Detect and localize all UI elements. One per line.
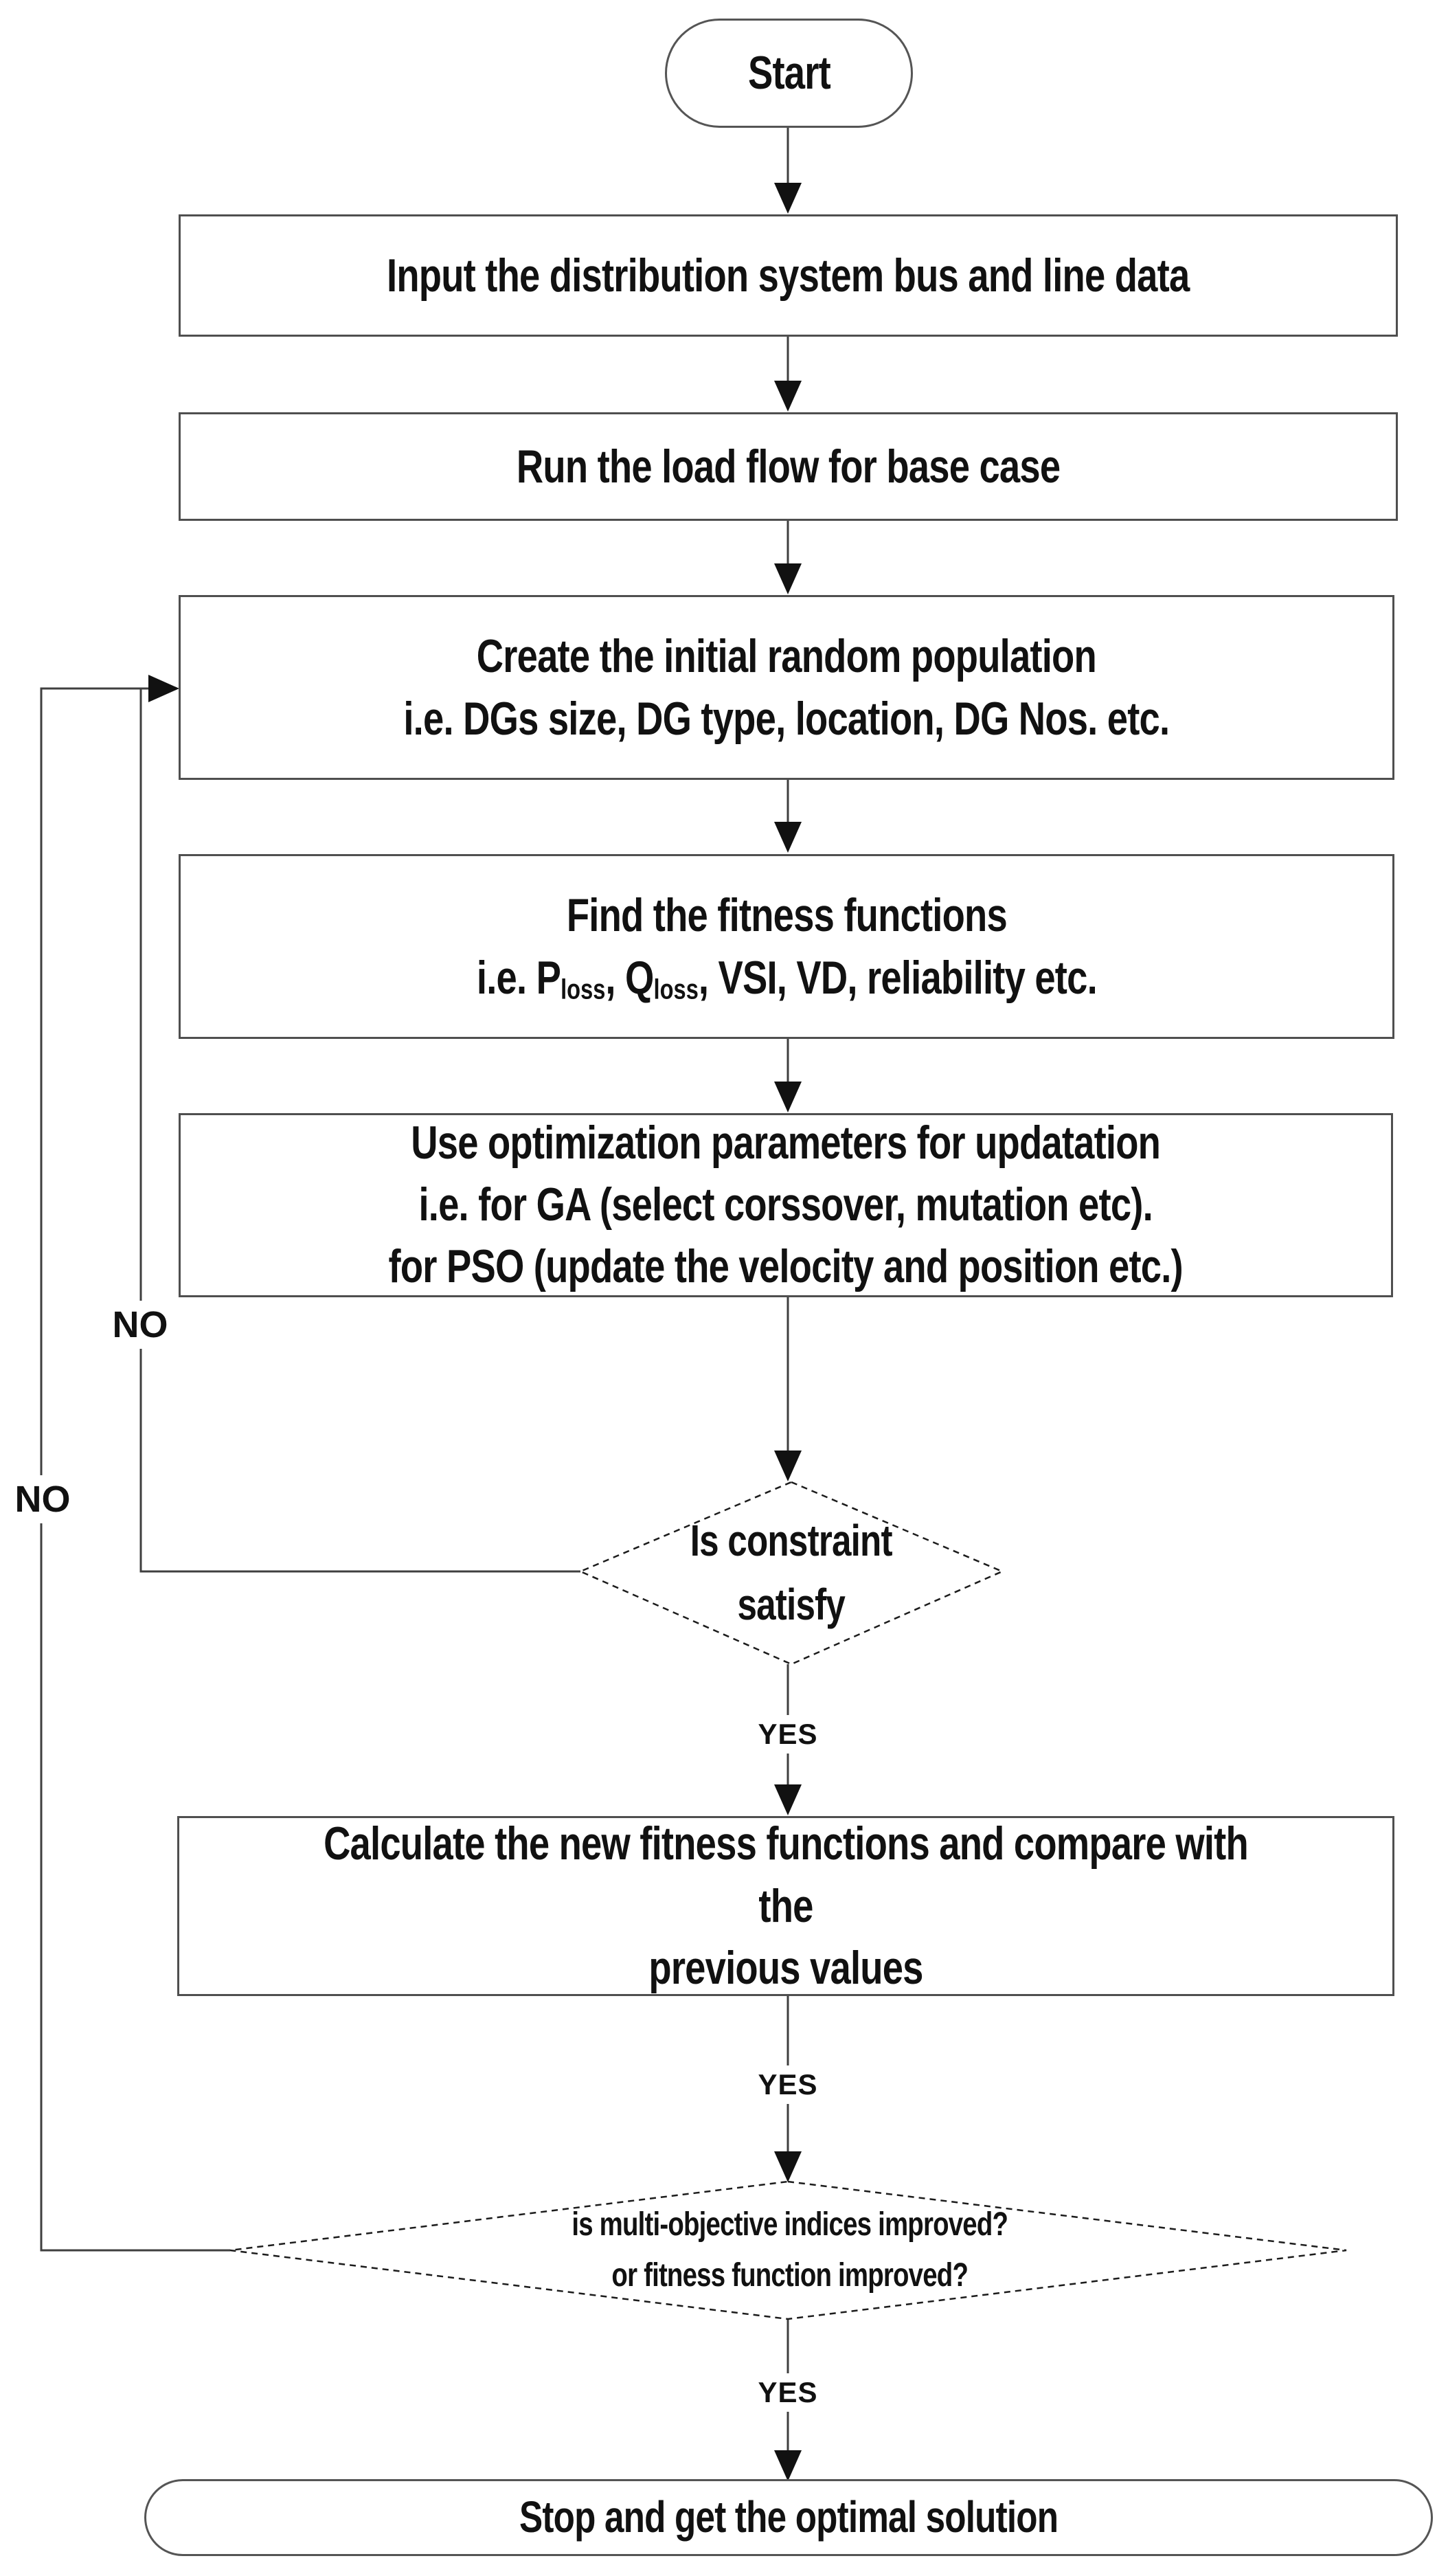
no-loop-inner-line	[139, 688, 580, 1573]
arrowhead-into-population	[774, 563, 802, 594]
arrowhead-into-constraint-diamond	[774, 1451, 802, 1481]
fitness-line-2: i.e. Ploss, Qloss, VSI, VD, reliability …	[476, 951, 1097, 1005]
step-input-data-box: Input the distribution system bus and li…	[179, 214, 1398, 337]
step-input-data-label: Input the distribution system bus and li…	[387, 249, 1190, 302]
fitness-line-1: Find the fitness functions	[566, 889, 1007, 942]
step-load-flow-box: Run the load flow for base case	[179, 412, 1398, 521]
arrowhead-into-loadflow	[774, 381, 802, 412]
step-optimization-update-label: Use optimization parameters for updatati…	[388, 1112, 1184, 1297]
step-initial-population-box: Create the initial random population i.e…	[179, 595, 1394, 780]
update-line-2: i.e. for GA (select corssover, mutation …	[418, 1178, 1153, 1231]
yes-label-improved: YES	[751, 2373, 825, 2412]
end-terminator: Stop and get the optimal solution	[144, 2479, 1433, 2556]
arrowhead-into-update	[774, 1082, 802, 1112]
yes-label-compare: YES	[751, 2065, 825, 2104]
step-calculate-compare-label: Calculate the new fitness functions and …	[301, 1813, 1271, 1999]
arrowhead-into-calculate	[774, 1784, 802, 1815]
step-optimization-update-box: Use optimization parameters for updatati…	[179, 1113, 1393, 1297]
arrowhead-into-input	[774, 183, 802, 214]
no-loop-outer-line	[40, 687, 230, 2252]
update-line-3: for PSO (update the velocity and positio…	[388, 1240, 1184, 1292]
calculate-line-2: previous values	[648, 1942, 923, 1995]
improved-decision-diamond	[229, 2180, 1347, 2320]
population-line-2: i.e. DGs size, DG type, location, DG Nos…	[403, 692, 1170, 745]
arrowhead-into-end	[774, 2450, 802, 2481]
step-fitness-functions-box: Find the fitness functions i.e. Ploss, Q…	[179, 854, 1394, 1039]
qloss-subscript: loss	[653, 972, 699, 1005]
arrowhead-into-fitness	[774, 822, 802, 853]
yes-label-constraint: YES	[751, 1715, 825, 1754]
update-line-1: Use optimization parameters for updatati…	[411, 1117, 1162, 1169]
no-label-constraint: NO	[105, 1301, 175, 1349]
calculate-line-1: Calculate the new fitness functions and …	[324, 1817, 1249, 1932]
step-fitness-functions-label: Find the fitness functions i.e. Ploss, Q…	[476, 884, 1097, 1009]
no-label-improved: NO	[8, 1475, 78, 1523]
arrowhead-into-improved-diamond	[774, 2151, 802, 2182]
arrowhead-no-loop-into-population	[148, 675, 179, 702]
start-label: Start	[747, 47, 831, 100]
step-initial-population-label: Create the initial random population i.e…	[404, 625, 1170, 750]
constraint-decision-diamond	[578, 1481, 1005, 1666]
end-label: Stop and get the optimal solution	[519, 2492, 1059, 2542]
ploss-subscript: loss	[560, 972, 605, 1005]
start-terminator: Start	[665, 19, 913, 128]
step-load-flow-label: Run the load flow for base case	[516, 440, 1061, 493]
population-line-1: Create the initial random population	[476, 630, 1097, 683]
step-calculate-compare-box: Calculate the new fitness functions and …	[177, 1816, 1394, 1996]
